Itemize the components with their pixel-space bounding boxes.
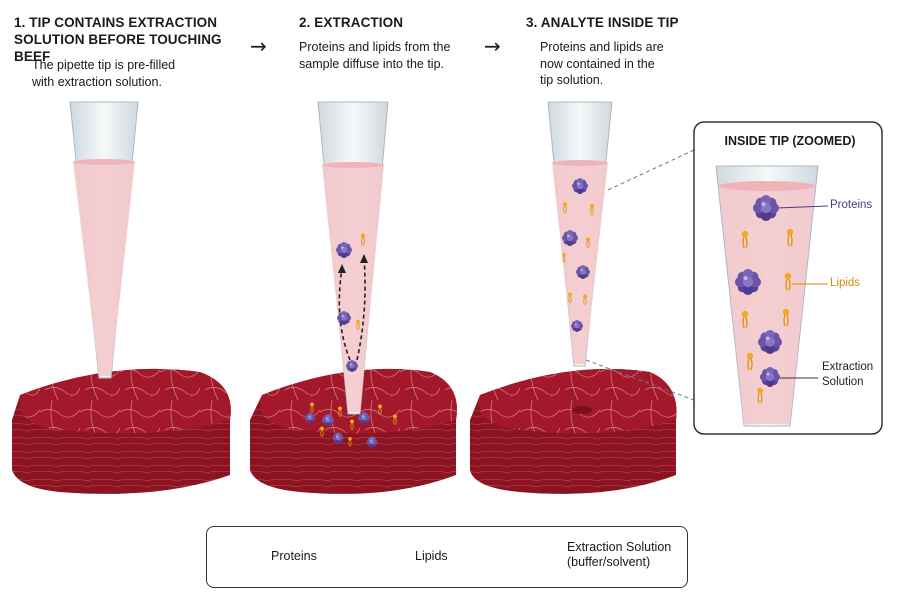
- legend-label-solution: Extraction Solution (buffer/solvent): [567, 540, 672, 569]
- pipette-tip-1: [69, 101, 139, 379]
- step1-description: The pipette tip is pre-filled with extra…: [32, 58, 176, 89]
- step3-description: Proteins and lipids are now contained in…: [540, 40, 664, 87]
- zoom-label-lipids: Lipids: [830, 277, 861, 289]
- step2-title: 2. EXTRACTION: [299, 15, 404, 30]
- beef-sample-3: [470, 368, 677, 494]
- zoom-label-solution: Extraction Solution: [822, 361, 874, 388]
- legend: Proteins Lipids Extraction Solution (buf…: [206, 526, 688, 588]
- beef-sample-1: [12, 368, 231, 494]
- legend-label-proteins: Proteins: [271, 549, 317, 563]
- arrow-right-icon: →: [250, 34, 267, 58]
- arrow-right-icon: →: [484, 34, 501, 58]
- zoom-label-proteins: Proteins: [830, 199, 873, 211]
- legend-label-lipids: Lipids: [415, 549, 448, 563]
- step2-description: Proteins and lipids from the sample diff…: [299, 40, 451, 71]
- step1-title: 1. TIP CONTAINS EXTRACTION SOLUTION BEFO…: [14, 15, 222, 64]
- step3-title: 3. ANALYTE INSIDE TIP: [526, 15, 679, 30]
- zoom-title: INSIDE TIP (ZOOMED): [724, 134, 856, 148]
- zoom-connector-line: [585, 359, 695, 401]
- zoom-connector-line: [607, 149, 695, 191]
